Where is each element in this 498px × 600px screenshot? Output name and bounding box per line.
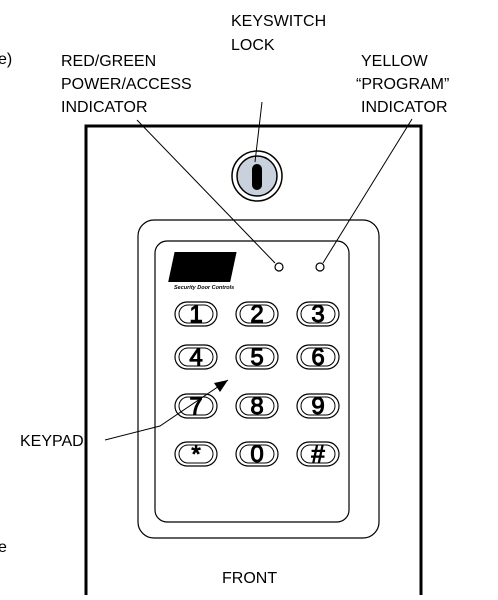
keypad-leader-arrowhead [214, 380, 228, 392]
keyswitch-leader-line [254, 101, 263, 163]
key-label: 6 [311, 344, 324, 371]
power-label-line-1: RED/GREEN [61, 53, 156, 70]
key-inner-outline [178, 444, 214, 464]
key-label: 5 [250, 344, 263, 371]
key-inner-outline [239, 347, 275, 367]
logo-text: SDC [169, 251, 235, 283]
key-button[interactable]: 0 [235, 441, 279, 469]
program-label-line-3: INDICATOR [361, 99, 448, 116]
bezel-frame [137, 219, 380, 539]
program-label-line-2: “PROGRAM” [356, 76, 449, 93]
outer-housing [84, 124, 423, 595]
key-label: 8 [250, 393, 263, 420]
key-outline [235, 301, 279, 327]
left-edge-fragment-bottom: e [0, 539, 7, 556]
key-button[interactable]: 3 [296, 301, 340, 329]
key-outline [296, 441, 340, 467]
key-label: 3 [311, 301, 324, 328]
key-button[interactable]: 4 [174, 344, 218, 372]
left-edge-fragment-top: e) [0, 51, 12, 68]
key-inner-outline [178, 304, 214, 324]
key-button[interactable]: * [174, 441, 218, 469]
key-label: * [191, 441, 200, 468]
power-label-line-2: POWER/ACCESS [61, 76, 192, 93]
key-inner-outline [178, 347, 214, 367]
key-label: 1 [189, 301, 202, 328]
keypad-label: KEYPAD [20, 433, 84, 450]
key-inner-outline [300, 444, 336, 464]
key-inner-outline [239, 444, 275, 464]
key-inner-outline [300, 396, 336, 416]
key-button[interactable]: # [296, 441, 340, 469]
keyswitch-label-line-1: KEYSWITCH [231, 13, 326, 30]
program-leader-line [322, 118, 413, 264]
key-inner-outline [300, 347, 336, 367]
keyswitch-lock [231, 150, 283, 202]
key-outline [235, 441, 279, 467]
key-button[interactable]: 6 [296, 344, 340, 372]
program-label-line-1: YELLOW [361, 53, 429, 70]
power-label-line-3: INDICATOR [61, 99, 148, 116]
key-button[interactable]: 9 [296, 393, 340, 421]
key-label: 2 [250, 301, 263, 328]
program-led [315, 262, 325, 272]
key-outline [235, 393, 279, 419]
key-label: 4 [189, 344, 202, 371]
key-label: 9 [311, 393, 324, 420]
key-button[interactable]: 1 [174, 301, 218, 329]
key-inner-outline [239, 304, 275, 324]
key-label: # [311, 441, 325, 468]
key-button[interactable]: 7 [174, 393, 218, 421]
keypad-leader-line [104, 379, 229, 441]
key-outline [235, 344, 279, 370]
power-leader-line [136, 119, 276, 264]
logo-subtitle: Security Door Controls [174, 285, 234, 291]
keypad-keys: 1 2 3 4 5 6 7 8 9 * 0 # [174, 301, 340, 469]
key-outline [174, 344, 218, 370]
key-outline [174, 393, 218, 419]
lock-outer-ring [231, 150, 283, 202]
key-inner-outline [239, 396, 275, 416]
front-label: FRONT [222, 570, 277, 587]
key-outline [296, 301, 340, 327]
power-access-led [274, 262, 284, 272]
key-inner-outline [300, 304, 336, 324]
keypad-panel [154, 240, 350, 523]
key-label: 0 [250, 441, 263, 468]
sdc-logo: SDC [168, 251, 237, 283]
keyswitch-label-line-2: LOCK [231, 37, 275, 54]
key-label: 7 [189, 393, 202, 420]
lock-keyway [252, 164, 262, 190]
key-inner-outline [178, 396, 214, 416]
key-button[interactable]: 5 [235, 344, 279, 372]
key-outline [296, 344, 340, 370]
key-outline [174, 441, 218, 467]
key-outline [296, 393, 340, 419]
logo-background [168, 252, 237, 282]
key-outline [174, 301, 218, 327]
key-button[interactable]: 2 [235, 301, 279, 329]
key-button[interactable]: 8 [235, 393, 279, 421]
